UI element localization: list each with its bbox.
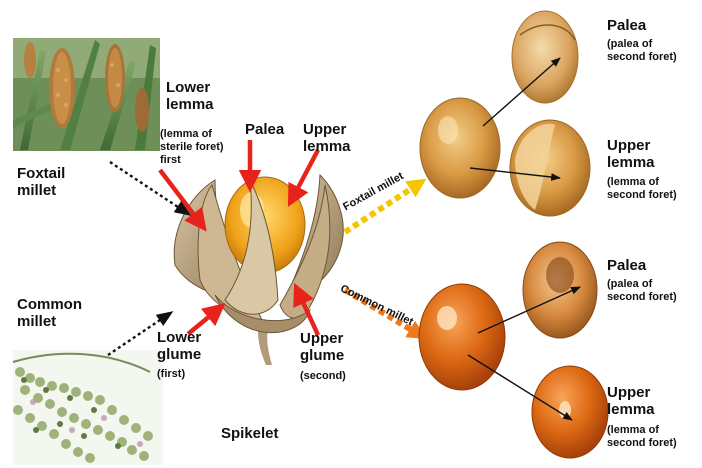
- foxtail-dotted-arrow: [110, 162, 190, 215]
- common-whole-grain: [419, 284, 505, 390]
- foxtail-upper-lemma-note: (lemma of second foret): [607, 176, 677, 202]
- lower-lemma-note: (lemma of sterile foret) first: [160, 128, 224, 167]
- foxtail-millet-photo: [13, 38, 160, 151]
- common-upper-lemma-label: Upper lemma: [607, 385, 655, 419]
- lower-glume-label: Lower glume: [157, 330, 201, 364]
- lower-lemma-label: Lower lemma: [166, 80, 214, 114]
- common-grain-photos: [419, 242, 608, 458]
- lower-glume-note: (first): [157, 368, 185, 381]
- foxtail-millet-label: Foxtail millet: [17, 166, 65, 200]
- common-millet-label: Common millet: [17, 297, 82, 331]
- foxtail-whole-grain: [420, 98, 500, 198]
- spikelet-caption: Spikelet: [221, 426, 279, 443]
- palea-label: Palea: [245, 122, 284, 139]
- foxtail-grain-photos: [420, 11, 590, 216]
- upper-lemma-arrow: [290, 150, 318, 203]
- upper-glume-label: Upper glume: [300, 331, 344, 365]
- upper-glume-note: (second): [300, 370, 346, 383]
- foxtail-palea-note: (palea of second foret): [607, 38, 677, 64]
- upper-lemma-label: Upper lemma: [303, 122, 351, 156]
- foxtail-upper-lemma-label: Upper lemma: [607, 138, 655, 172]
- foxtail-palea-label: Palea: [607, 18, 646, 35]
- common-palea-note: (palea of second foret): [607, 278, 677, 304]
- common-palea-label: Palea: [607, 258, 646, 275]
- common-upper-lemma-note: (lemma of second foret): [607, 424, 677, 450]
- common-millet-photo: [13, 350, 163, 465]
